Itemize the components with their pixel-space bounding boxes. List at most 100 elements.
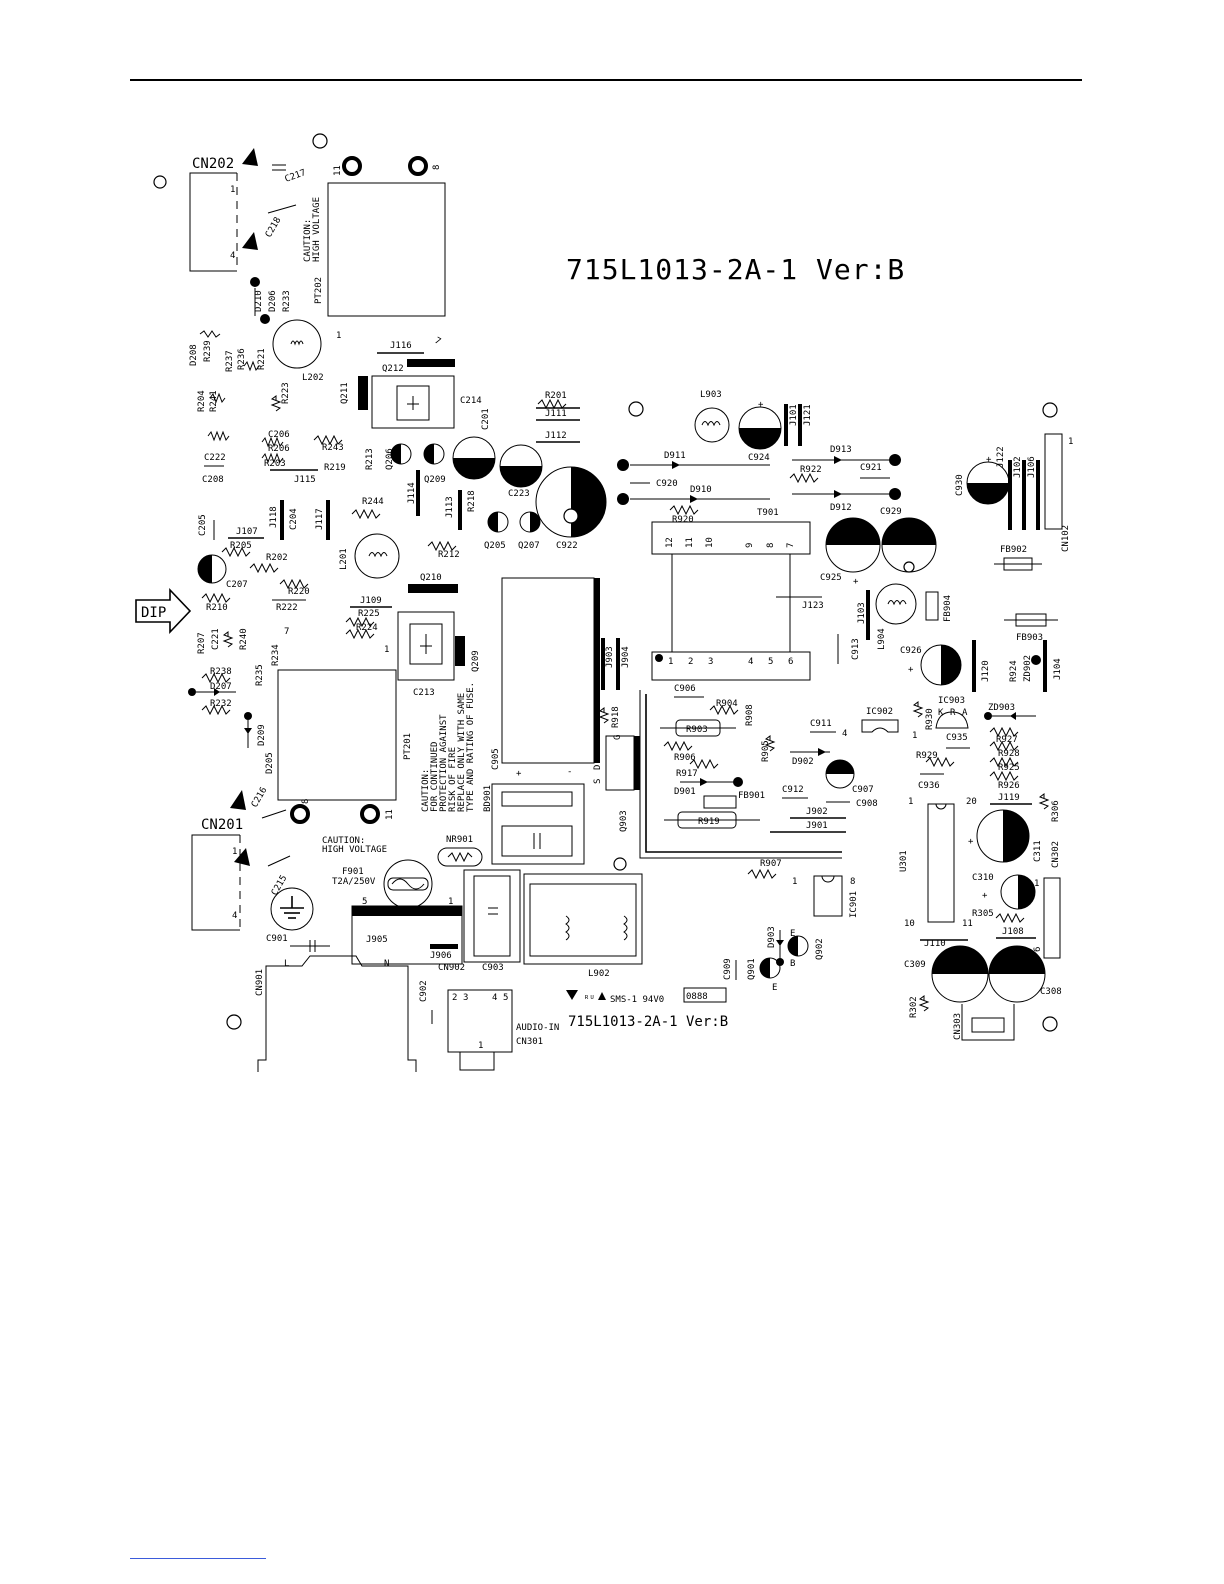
pin-label: 1 <box>478 1041 483 1051</box>
d911-label: D911 <box>664 451 686 461</box>
j102-label: J102 <box>1013 456 1023 478</box>
u301-ic <box>927 803 955 923</box>
r225-label: R225 <box>358 609 380 619</box>
c208-label: C208 <box>202 475 224 485</box>
pin-label: 12 <box>665 537 675 548</box>
r918-label: R918 <box>611 706 621 728</box>
c911-label: C911 <box>810 719 832 729</box>
ic901-label: IC901 <box>849 891 859 918</box>
l201-label: L201 <box>339 548 349 570</box>
pin-label: 6 <box>1033 947 1043 952</box>
j902-label: J902 <box>806 807 828 817</box>
j104-label: J104 <box>1053 658 1063 680</box>
pt202-outline <box>327 182 446 317</box>
d209-label: D209 <box>257 724 267 746</box>
l902-label: L902 <box>588 969 610 979</box>
board-bottom-title: 715L1013-2A-1 Ver:B <box>568 1014 728 1030</box>
ic903-outline <box>935 711 969 729</box>
r206-label: R206 <box>268 444 290 454</box>
q212-outline <box>371 375 455 429</box>
pin-label: B <box>790 959 795 969</box>
d207-label: D207 <box>210 682 232 692</box>
c903-outline <box>463 869 521 963</box>
q210-label: Q210 <box>420 573 442 583</box>
caution-fuse: CAUTION: FOR CONTINUED PROTECTION AGAINS… <box>421 682 476 812</box>
date-code-box <box>683 987 727 1003</box>
pin-label: 8 <box>850 877 855 887</box>
c905-label: C905 <box>491 748 501 770</box>
r305-label: R305 <box>972 909 994 919</box>
r908-label: R908 <box>745 704 755 726</box>
c213-label: C213 <box>413 688 435 698</box>
ic902-outline <box>861 719 899 733</box>
r240-label: R240 <box>239 628 249 650</box>
trace-outline <box>645 694 842 853</box>
r213-label: R213 <box>365 448 375 470</box>
d912-label: D912 <box>830 503 852 513</box>
c218-label: C218 <box>264 216 284 240</box>
pin-label: + <box>986 455 992 465</box>
j103-label: J103 <box>857 602 867 624</box>
c223-label: C223 <box>508 489 530 499</box>
j114-label: J114 <box>407 482 417 504</box>
c902-label: C902 <box>419 980 429 1002</box>
fb901-label: FB901 <box>738 791 765 801</box>
earth-ground-icon <box>270 887 314 931</box>
cn102-label: CN102 <box>1061 525 1071 552</box>
f901-label: F901 <box>342 867 364 877</box>
d910-label: D910 <box>690 485 712 495</box>
pin-label: 2 <box>688 657 693 667</box>
c920-label: C920 <box>656 479 678 489</box>
cn201-outline <box>191 834 240 931</box>
cn102-outline <box>1044 433 1063 530</box>
j121-label: J121 <box>803 404 813 426</box>
c922-label: C922 <box>556 541 578 551</box>
r236-label: R236 <box>237 348 247 370</box>
ic901-chip <box>813 875 843 917</box>
r210-label: R210 <box>206 603 228 613</box>
l903-label: L903 <box>700 390 722 400</box>
r907-label: R907 <box>760 859 782 869</box>
pin-label: 7 <box>786 543 796 548</box>
pin-label: + <box>758 400 764 410</box>
j106-label: J106 <box>1027 456 1037 478</box>
c217-label: C217 <box>284 168 308 185</box>
board-marking: SMS-1 94V0 <box>610 995 664 1005</box>
pt201-label: PT201 <box>403 733 413 760</box>
c215-label: C215 <box>270 874 290 898</box>
pin-label: 1 <box>232 847 237 857</box>
pin-label: E <box>790 929 795 939</box>
r220-label: R220 <box>288 587 310 597</box>
c930-label: C930 <box>955 474 965 496</box>
header-rule <box>130 79 1082 81</box>
pin-label: 10 <box>904 919 915 929</box>
pad <box>290 804 310 824</box>
bd901-label: BD901 <box>483 785 493 812</box>
footnote-rule <box>130 1558 266 1559</box>
r221-label: R221 <box>257 348 267 370</box>
t901-label: T901 <box>757 508 779 518</box>
q207-label: Q207 <box>518 541 540 551</box>
pin-label: 1 <box>792 877 797 887</box>
mounting-hole <box>1042 1016 1058 1032</box>
d902-label: D902 <box>792 757 814 767</box>
r241-label: R241 <box>209 390 219 412</box>
fb904-bead <box>925 591 939 621</box>
r204-label: R204 <box>197 390 207 412</box>
fb902-label: FB902 <box>1000 545 1027 555</box>
r243-label: R243 <box>322 443 344 453</box>
mounting-hole <box>613 857 627 871</box>
r906-label: R906 <box>674 753 696 763</box>
l903-coil <box>694 407 730 443</box>
d903-label: D903 <box>767 926 777 948</box>
pin-label: 4 <box>230 251 235 261</box>
j109-label: J109 <box>360 596 382 606</box>
board-title: 715L1013-2A-1 Ver:B <box>566 253 905 286</box>
l201-coil <box>354 533 400 579</box>
l904-coil <box>875 583 917 625</box>
hv-warning-icon <box>242 232 258 250</box>
pin-label: 1 <box>384 645 389 655</box>
mounting-hole <box>312 133 328 149</box>
r232-label: R232 <box>210 699 232 709</box>
j118-label: J118 <box>269 506 279 528</box>
